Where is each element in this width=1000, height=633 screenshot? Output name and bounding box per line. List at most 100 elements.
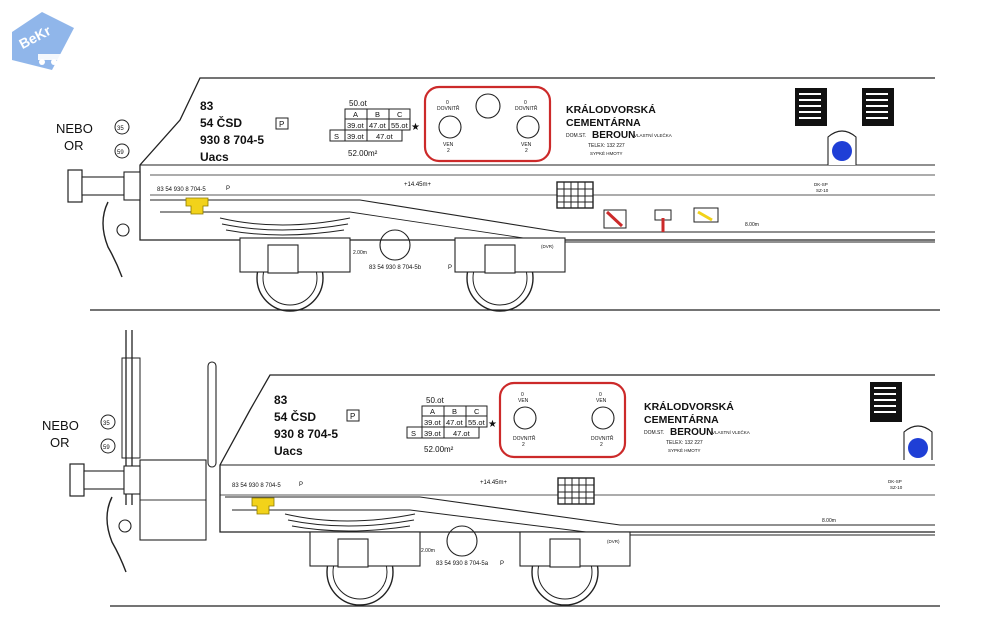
lower-company-1: KRÁLODVORSKÁ [644,400,734,413]
upper-sypke: SYPKÉ HMOTY [590,150,623,156]
lower-dim-8: 8.00m [822,518,836,524]
lower-valve-r-t0: 0 [599,392,602,398]
lower-signal-lamp [908,438,928,458]
lower-load-r1-c: 55.ot [468,418,486,427]
upper-company-city: BEROUN [592,130,635,141]
upper-load-col-c: C [397,110,403,119]
lower-p-badge: P [350,412,355,421]
lower-load-col-b: B [452,407,457,416]
lower-valve-r-b0: DOVNITŘ [591,434,614,442]
upper-dim-2: 2.00m [353,250,367,256]
upper-length: +14.45m+ [404,182,432,188]
upper-id-1: 83 [200,99,214,113]
lower-or: OR [50,435,70,450]
lower-bogie-right [519,531,631,606]
upper-bogie-p: P [448,265,452,271]
upper-yellow-hook [185,197,209,215]
upper-sign-35-text: 35 [117,126,124,132]
lower-wagon [69,330,940,607]
upper-signal-lamp [832,141,852,161]
upper-sign-59 [114,143,130,159]
lower-dksp2: SZ-10 [890,485,903,490]
upper-valve-l-t0: 0 [446,100,449,106]
upper-buffer [67,169,83,203]
upper-dim-8: 8.00m [745,222,759,228]
lower-bogie-number: 83 54 930 8 704-5a [436,561,489,567]
lower-valve-r-b1: 2 [600,442,603,448]
lower-dvr: (DVR) [607,539,620,544]
upper-load-s: S [334,132,339,141]
lower-company-dom: DOM.ST. [644,430,664,436]
upper-company-1: KRÁLODVORSKÁ [566,103,656,116]
upper-load-r1-b: 47.ot [369,121,387,130]
lower-grate [557,477,595,505]
upper-valve-r-b1: 2 [525,148,528,154]
lower-body [219,374,935,533]
lower-id-3: 930 8 704-5 [274,427,338,441]
upper-valve-l-t1: DOVNITŘ [437,104,460,112]
lower-dksp: DK-SP [888,479,902,484]
upper-frame-number: 83 54 930 8 704-5 [157,187,206,193]
upper-dksp2: SZ-10 [816,188,829,193]
lower-load-col-a: A [430,407,435,416]
upper-load-table [329,108,411,142]
lower-id-2: 54 ČSD [274,409,316,424]
upper-tank-outlet [379,229,411,261]
lower-tank-outlet [446,525,478,557]
upper-load-r2-b: 47.ot [376,132,394,141]
lower-yellow-hook [251,497,275,515]
upper-telex: TELEX: 132 227 [588,143,625,149]
upper-load-col-b: B [375,110,380,119]
lower-handrail [207,361,217,468]
upper-valve-r-b0: VEN [521,142,532,148]
lower-sign-59-text: 59 [103,445,110,451]
upper-bogie-right [454,237,566,312]
upper-load-top: 50.ot [349,99,368,108]
upper-p-badge-box [275,117,289,130]
lower-frame-p: P [299,482,303,488]
lower-id-1: 83 [274,393,288,407]
upper-load-r1-c: 55.ot [391,121,409,130]
lower-company-city: BEROUN [670,427,713,438]
upper-valve-l-b1: 2 [447,148,450,154]
upper-company-siding: VLASTNÍ VLEČKA [634,132,672,138]
lower-valve-l-t0: 0 [521,392,524,398]
lower-p-badge-box [346,409,360,422]
upper-coupler [102,201,123,278]
lower-sign-59 [100,438,116,454]
lower-valve-l-b1: 2 [522,442,525,448]
lower-telex: TELEX: 132 227 [666,440,703,446]
upper-valve-r-t0: 0 [524,100,527,106]
upper-load-col-a: A [353,110,358,119]
upper-load-r1-a: 39.ot [347,121,365,130]
upper-area: 52.00m² [348,149,378,158]
lower-bogie-left [284,513,421,606]
upper-grate [556,181,594,209]
upper-or: OR [64,138,84,153]
lower-sign-35-text: 35 [103,421,110,427]
upper-sign-59-text: 59 [117,150,124,156]
lower-valve-l-b0: DOVNITŘ [513,434,536,442]
upper-p-badge: P [279,120,284,129]
upper-id-2: 54 ČSD [200,115,242,130]
lower-valve-box [498,381,627,459]
lower-company-2: CEMENTÁRNA [644,413,719,426]
upper-bogie-left [219,217,351,312]
lower-company-siding: VLASTNÍ VLEČKA [712,429,750,435]
lower-load-r1-a: 39.ot [424,418,442,427]
upper-sign-35 [114,119,130,135]
lower-load-s: S [411,429,416,438]
lower-length: +14.45m+ [480,480,508,486]
lower-sypke: SYPKÉ HMOTY [668,447,701,453]
lower-load-r2-b: 47.ot [453,429,471,438]
upper-nebo: NEBO [56,121,93,136]
lower-dim-2: 2.00m [421,548,435,554]
upper-dvr: (DVR) [541,244,554,249]
upper-company-dom: DOM.ST. [566,133,586,139]
upper-id-4: Uacs [200,150,229,164]
upper-id-3: 930 8 704-5 [200,133,264,147]
upper-valve-l-b0: VEN [443,142,454,148]
upper-dksp: DK-SP [814,182,828,187]
upper-valve-r-t1: DOVNITŘ [515,104,538,112]
